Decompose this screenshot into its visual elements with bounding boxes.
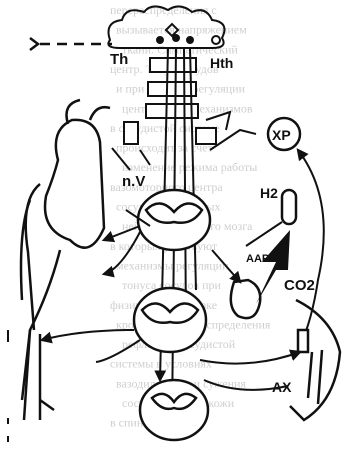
label-nv: n.V [122, 173, 145, 190]
spinal-segment-3 [140, 380, 208, 440]
label-xp: XP [272, 127, 291, 143]
input-dashed-line [30, 38, 112, 50]
label-aap: AAP [246, 253, 269, 265]
ax-nerve [200, 352, 300, 364]
spinal-segment-2 [134, 288, 206, 352]
label-h2: H2 [260, 185, 278, 201]
adrenal-organ [231, 280, 260, 318]
h2-vessel [282, 190, 296, 224]
heart-vessels [21, 100, 110, 420]
background-text-line: механизмы регуляции [116, 258, 229, 272]
spinal-segment-1 [138, 190, 210, 250]
muscle-organ [290, 300, 340, 420]
label-hth: Hth [210, 55, 233, 71]
label-co2: CO2 [284, 277, 315, 294]
xp-receptor: XP [268, 118, 300, 150]
background-text-line: вызывается напряжением [116, 23, 247, 37]
label-th: Th [110, 51, 128, 68]
